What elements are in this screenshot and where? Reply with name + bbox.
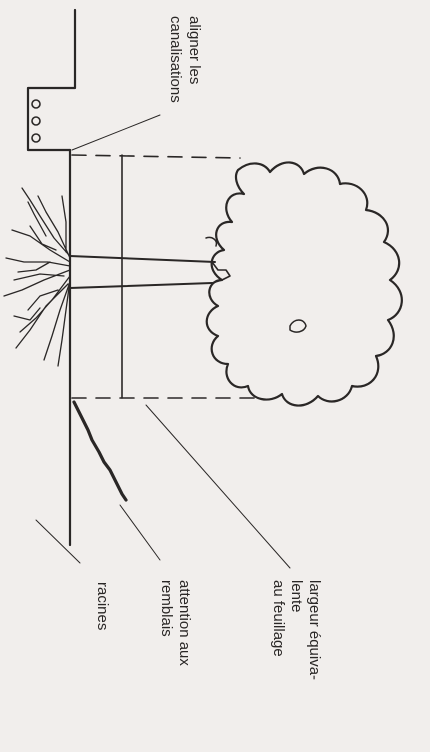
label-roots: racines — [94, 582, 111, 630]
svg-text:largeur équiva-: largeur équiva- — [306, 580, 323, 680]
svg-text:attention aux: attention aux — [176, 580, 193, 666]
svg-text:aligner les: aligner les — [186, 16, 203, 84]
svg-text:lente: lente — [288, 580, 305, 613]
svg-text:racines: racines — [94, 582, 111, 630]
svg-text:au feuillage: au feuillage — [270, 580, 287, 657]
svg-text:remblais: remblais — [158, 580, 175, 637]
svg-text:canalisations: canalisations — [167, 16, 184, 103]
